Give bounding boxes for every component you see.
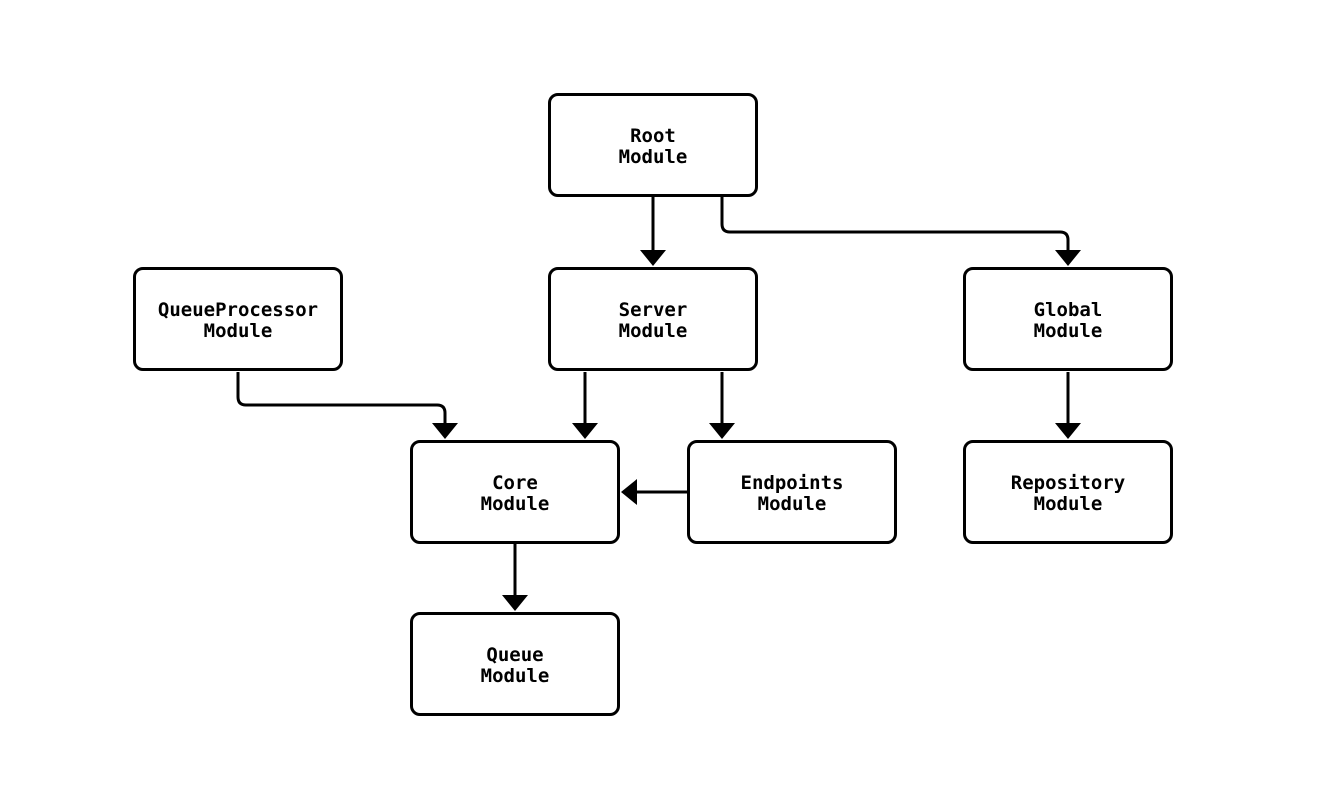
- node-label: Module: [1033, 320, 1103, 342]
- arrowhead-queueprocessor-to-core: [432, 423, 458, 439]
- node-label: Queue: [486, 643, 544, 666]
- node-label: Root: [630, 124, 676, 147]
- node-label: Repository: [1010, 471, 1126, 494]
- arrowhead-global-to-repository: [1055, 423, 1081, 439]
- node-label: Module: [480, 665, 550, 687]
- node-label: Module: [618, 320, 688, 342]
- arrowhead-root-to-server: [640, 250, 666, 266]
- node-core-module: Core Module: [410, 440, 620, 544]
- node-global-module: Global Module: [963, 267, 1173, 371]
- arrowhead-server-to-core: [572, 423, 598, 439]
- node-label: Module: [203, 320, 273, 342]
- node-label: Module: [618, 146, 688, 168]
- node-label: Server: [618, 298, 688, 321]
- node-queue-module: Queue Module: [410, 612, 620, 716]
- node-endpoints-module: Endpoints Module: [687, 440, 897, 544]
- node-label: Core: [492, 471, 538, 494]
- arrowhead-root-to-global: [1055, 250, 1081, 266]
- node-label: Endpoints: [740, 471, 844, 494]
- arrowhead-core-to-queue: [502, 595, 528, 611]
- node-label: QueueProcessor: [157, 298, 319, 321]
- node-root-module: Root Module: [548, 93, 758, 197]
- node-label: Module: [480, 493, 550, 515]
- edge-queueprocessor-to-core: [236, 372, 447, 425]
- node-queueprocessor-module: QueueProcessor Module: [133, 267, 343, 371]
- node-server-module: Server Module: [548, 267, 758, 371]
- node-label: Global: [1033, 298, 1103, 321]
- node-label: Module: [1033, 493, 1103, 515]
- node-repository-module: Repository Module: [963, 440, 1173, 544]
- edge-root-to-global: [720, 197, 1070, 252]
- arrowhead-endpoints-to-core: [621, 479, 637, 505]
- arrowhead-server-to-endpoints: [709, 423, 735, 439]
- node-label: Module: [757, 493, 827, 515]
